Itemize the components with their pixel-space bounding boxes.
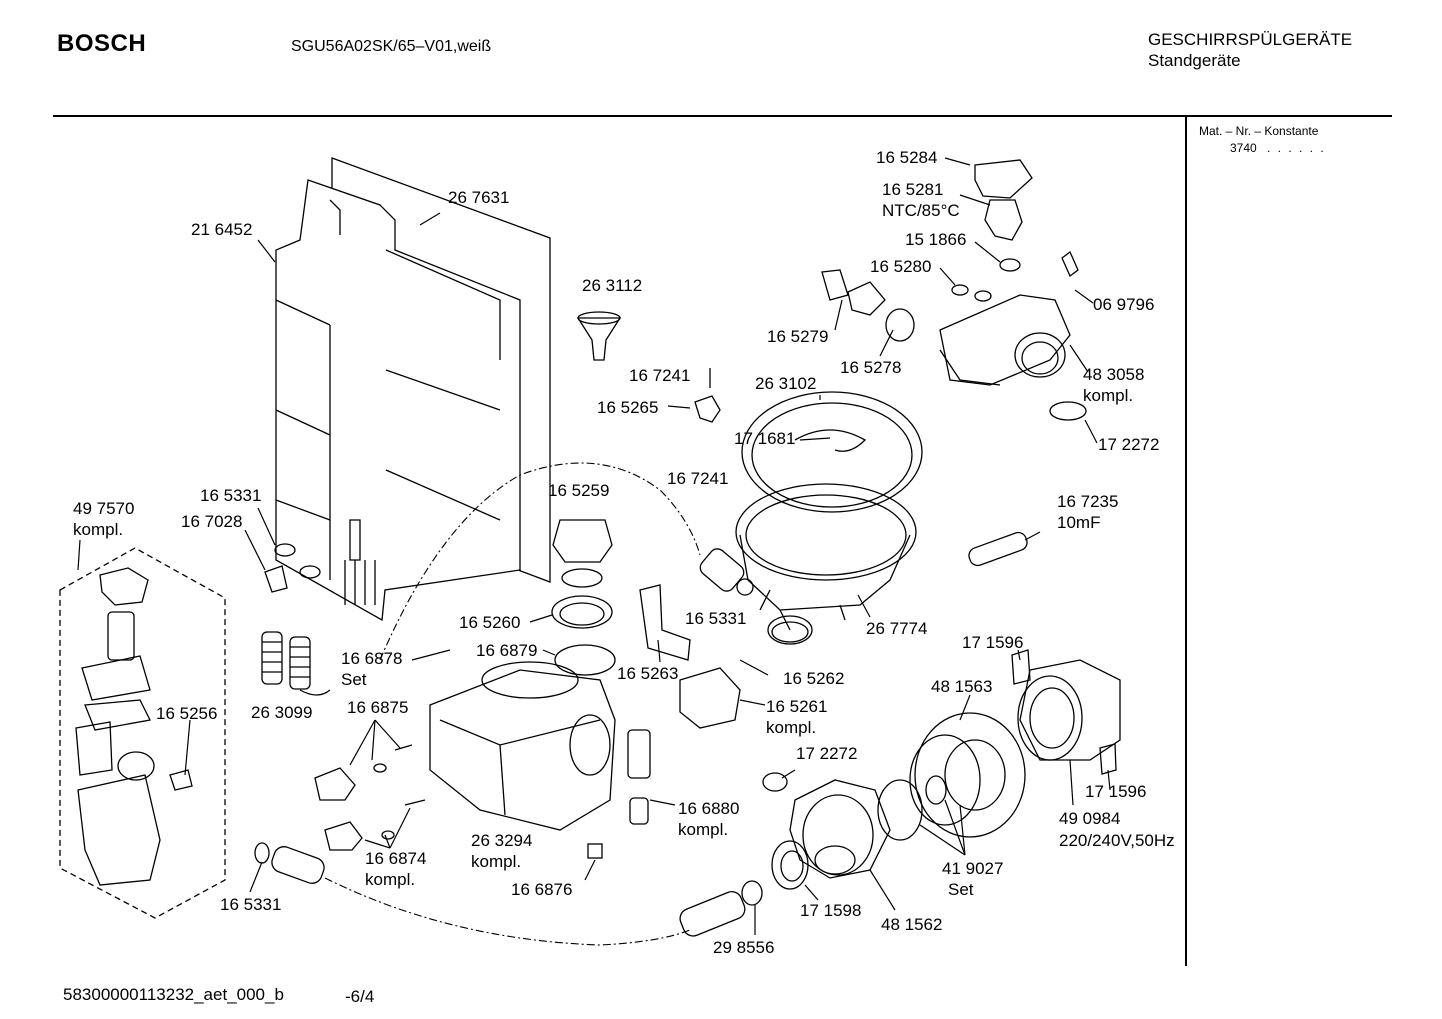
label-497570-kompl: kompl. [73, 520, 123, 539]
category-title: GESCHIRRSPÜLGERÄTE [1148, 30, 1353, 49]
material-number-value: 3740 [1230, 141, 1257, 155]
label-166874-kompl: kompl. [365, 870, 415, 889]
label-172272-top: 17 2272 [1098, 435, 1159, 454]
spring-bracket-line [299, 689, 331, 696]
brand-logo-text: BOSCH [57, 30, 147, 57]
label-166880-kompl: kompl. [678, 820, 728, 839]
label-483058-kompl: kompl. [1083, 386, 1133, 405]
label-165260: 16 5260 [459, 613, 520, 632]
label-165261: 16 5261 [766, 697, 827, 716]
document-id: 58300000113232_aet_000_b [63, 985, 284, 1004]
category-subtitle: Standgeräte [1148, 51, 1241, 70]
label-483058: 48 3058 [1083, 365, 1144, 384]
label-165281: 16 5281 [882, 180, 943, 199]
label-490984-voltage: 220/240V,50Hz [1059, 831, 1175, 850]
label-172272-bottom: 17 2272 [796, 744, 857, 763]
label-10mf: 10mF [1057, 513, 1100, 532]
leader-lines [77, 157, 1111, 935]
label-481562: 48 1562 [881, 915, 942, 934]
label-497570: 49 7570 [73, 499, 134, 518]
label-267774: 26 7774 [866, 619, 927, 638]
label-167028: 16 7028 [181, 512, 242, 531]
label-171596-top: 17 1596 [962, 633, 1023, 652]
label-263294: 26 3294 [471, 831, 532, 850]
label-171598: 17 1598 [800, 901, 861, 920]
part-labels: 16 5284 16 5281 NTC/85°C 15 1866 16 5280… [73, 148, 1175, 957]
label-165262: 16 5262 [783, 669, 844, 688]
label-216452: 21 6452 [191, 220, 252, 239]
model-number: SGU56A02SK/65–V01,weiß [291, 38, 492, 55]
label-167241-b: 16 7241 [667, 469, 728, 488]
label-165259: 16 5259 [548, 481, 609, 500]
label-165263: 16 5263 [617, 664, 678, 683]
label-167241-a: 16 7241 [629, 366, 690, 385]
label-165265: 16 5265 [597, 398, 658, 417]
label-166878: 16 6878 [341, 649, 402, 668]
label-165331-c: 16 5331 [220, 895, 281, 914]
label-ntc: NTC/85°C [882, 201, 960, 220]
page-number: -6/4 [345, 987, 375, 1006]
label-298556: 29 8556 [713, 938, 774, 957]
label-263112: 26 3112 [582, 276, 642, 295]
label-166874: 16 6874 [365, 849, 426, 868]
parts-drawing [59, 157, 1121, 937]
material-number-label: Mat. – Nr. – Konstante [1199, 124, 1319, 138]
label-263099: 26 3099 [251, 703, 312, 722]
label-165331-b: 16 5331 [685, 609, 746, 628]
label-419027: 41 9027 [942, 859, 1003, 878]
label-166878-set: Set [341, 670, 367, 689]
label-166875: 16 6875 [347, 698, 408, 717]
material-number-dots: . . . . . . [1267, 141, 1326, 155]
label-069796: 06 9796 [1093, 295, 1154, 314]
label-166880: 16 6880 [678, 799, 739, 818]
label-419027-set: Set [948, 880, 974, 899]
label-165331-a: 16 5331 [200, 486, 261, 505]
label-165278: 16 5278 [840, 358, 901, 377]
label-165280: 16 5280 [870, 257, 931, 276]
label-166879: 16 6879 [476, 641, 537, 660]
label-165279: 16 5279 [767, 327, 828, 346]
label-263102: 26 3102 [755, 374, 816, 393]
label-167235: 16 7235 [1057, 492, 1118, 511]
label-165284: 16 5284 [876, 148, 937, 167]
label-263294-kompl: kompl. [471, 852, 521, 871]
routing-lines [324, 462, 701, 946]
label-481563: 48 1563 [931, 677, 992, 696]
label-165261-kompl: kompl. [766, 718, 816, 737]
label-151866: 15 1866 [905, 230, 966, 249]
label-166876: 16 6876 [511, 880, 572, 899]
label-171681: 17 1681 [734, 429, 795, 448]
label-165256: 16 5256 [156, 704, 217, 723]
label-171596-bottom: 17 1596 [1085, 782, 1146, 801]
label-267631: 26 7631 [448, 188, 509, 207]
label-490984: 49 0984 [1059, 809, 1120, 828]
